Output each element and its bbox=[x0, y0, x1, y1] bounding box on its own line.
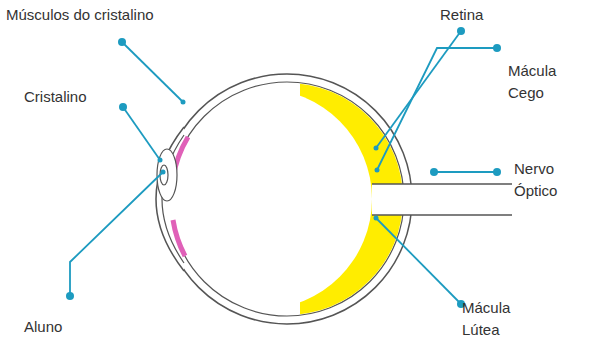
part-label: Músculos do cristalino bbox=[6, 4, 154, 26]
part-label: Mácula Cego bbox=[508, 60, 574, 104]
optic-nerve bbox=[372, 184, 512, 215]
leader-dots bbox=[66, 27, 501, 308]
pupil bbox=[160, 165, 168, 185]
part-label: Aluno bbox=[24, 316, 62, 338]
optic-nerve-body bbox=[372, 184, 512, 215]
part-label: Retina bbox=[440, 4, 483, 26]
leader-lines bbox=[70, 31, 497, 304]
lens-muscle bbox=[173, 220, 185, 256]
part-label: Mácula Lútea bbox=[462, 297, 528, 341]
part-label: Cristalino bbox=[24, 86, 87, 108]
part-label: Nervo Óptico bbox=[514, 158, 580, 202]
